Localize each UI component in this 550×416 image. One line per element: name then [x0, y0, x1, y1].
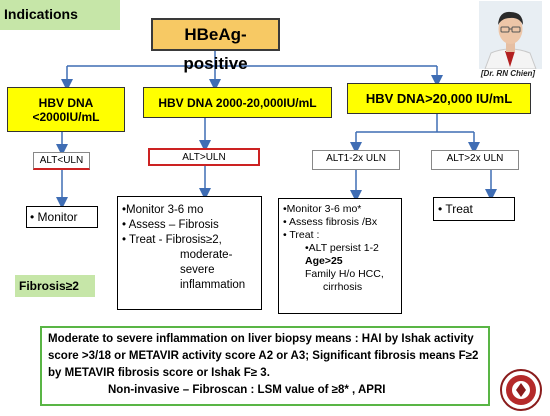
outcome-line: moderate- — [180, 249, 233, 261]
outcome-line: Age>25 — [305, 255, 343, 267]
root-node-hbeag-positive: HBeAg-positive — [151, 18, 280, 73]
outcome-line: inflammation — [180, 279, 246, 291]
outcome-line: cirrhosis — [323, 281, 363, 293]
outcome-line: •ALT persist 1-2 — [305, 242, 379, 254]
outcome-monitor: • Monitor — [26, 206, 98, 228]
alt-node-below-uln: ALT<ULN — [33, 152, 90, 170]
definition-note-noninvasive: Non-invasive – Fibroscan : LSM value of … — [108, 384, 386, 396]
doctor-photo — [479, 1, 542, 69]
branch-node-low-dna-line2: <2000IU/mL — [32, 109, 100, 124]
indications-title: Indications — [0, 0, 120, 30]
doctor-photo-caption: [Dr. RN Chien] — [480, 69, 536, 78]
outcome-line: • Assess fibrosis /Bx — [283, 216, 378, 228]
outcome-line: Family H/o HCC, — [305, 268, 384, 280]
definition-note: Moderate to severe inflammation on liver… — [40, 326, 490, 406]
branch-node-low-dna-line1: HBV DNA — [38, 95, 94, 110]
definition-note-text: Moderate to severe inflammation on liver… — [48, 333, 479, 379]
hospital-logo-icon — [500, 369, 542, 411]
outcome-line: •Monitor 3-6 mo* — [283, 203, 362, 215]
branch-node-high-dna: HBV DNA>20,000 IU/mL — [347, 83, 531, 114]
outcome-line: severe — [180, 264, 215, 276]
outcome-line: • Assess – Fibrosis — [122, 219, 219, 231]
outcome-line: •Monitor 3-6 mo — [122, 204, 204, 216]
outcome-treat: • Treat — [433, 197, 515, 221]
alt-node-1-2x-uln: ALT1-2x ULN — [312, 150, 400, 170]
alt-node-above-2x-uln: ALT>2x ULN — [431, 150, 519, 170]
branch-node-mid-dna: HBV DNA 2000-20,000IU/mL — [143, 87, 332, 118]
outcome-line: • Treat : — [283, 229, 320, 241]
outcome-monitor-assess-treat: •Monitor 3-6 mo • Assess – Fibrosis • Tr… — [117, 196, 262, 310]
outcome-monitor-assess-treat-criteria: •Monitor 3-6 mo* • Assess fibrosis /Bx •… — [278, 198, 402, 314]
outcome-line: • Treat - Fibrosis≥2, — [122, 234, 222, 246]
alt-node-above-uln: ALT>ULN — [148, 148, 260, 166]
fibrosis-label: Fibrosis≥2 — [15, 275, 95, 297]
branch-node-low-dna: HBV DNA <2000IU/mL — [7, 87, 125, 132]
